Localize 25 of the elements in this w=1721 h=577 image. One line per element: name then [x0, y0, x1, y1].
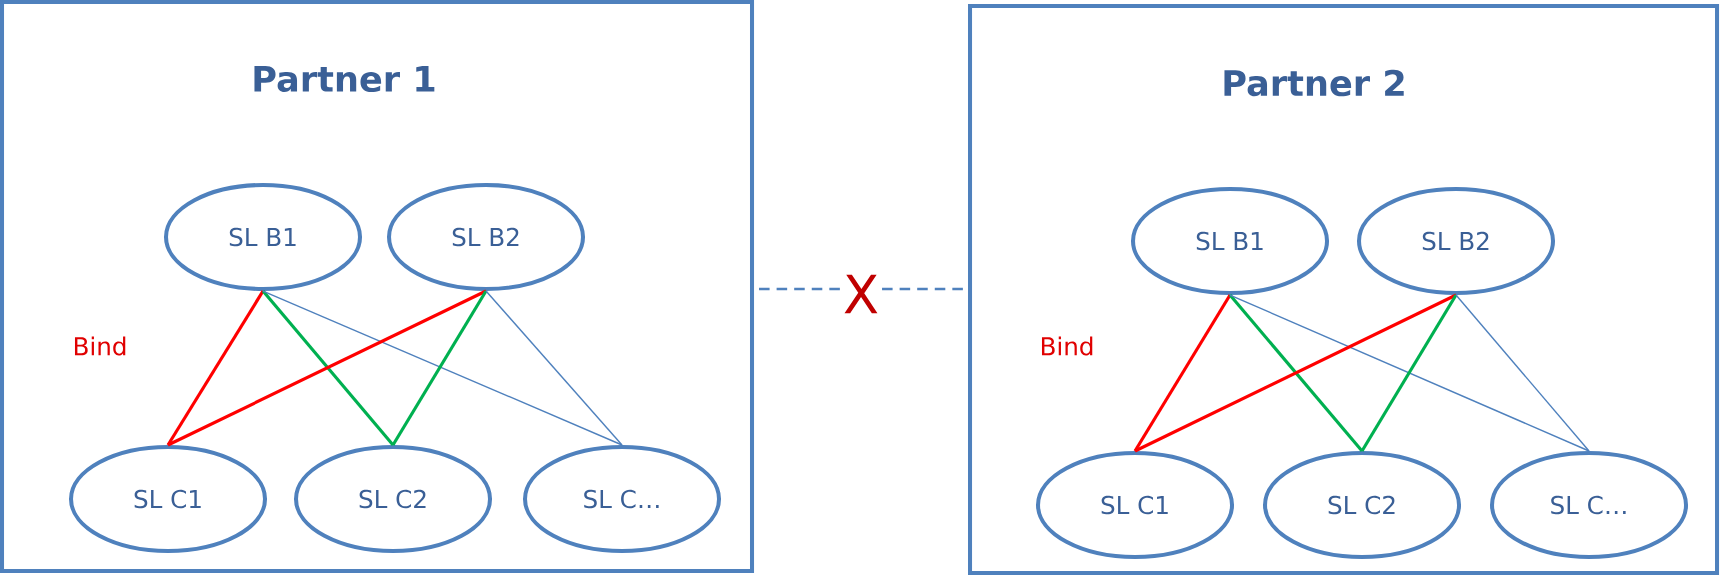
ellipse-node: SL C1 [1036, 451, 1235, 560]
connector-line [485, 290, 623, 446]
ellipse-node: SL C2 [1263, 451, 1462, 560]
bind-label: Bind [1042, 336, 1093, 356]
ellipse-node: SL C1 [69, 445, 268, 554]
ellipse-node: SL C2 [294, 445, 493, 554]
connector-line [1229, 294, 1590, 452]
ellipse-node: SL B1 [164, 183, 363, 292]
connector-line [391, 290, 488, 446]
connector-line [1133, 294, 1232, 452]
ellipse-node: SL B2 [387, 183, 586, 292]
connector-line [166, 290, 265, 446]
connector-line [1228, 294, 1364, 452]
connector-line [1360, 294, 1458, 452]
ellipse-node: SL B2 [1357, 187, 1556, 295]
connector-line [167, 289, 487, 447]
bind-label: Bind [74, 336, 126, 356]
cross-mark: X [841, 273, 881, 315]
connector-line [262, 290, 623, 446]
connector-line [1455, 294, 1590, 452]
ellipse-node: SL B1 [1131, 187, 1330, 295]
ellipse-node: SL C… [523, 445, 722, 554]
ellipse-node: SL C… [1490, 451, 1689, 560]
connector-line [1134, 293, 1457, 453]
connector-line [261, 290, 395, 446]
